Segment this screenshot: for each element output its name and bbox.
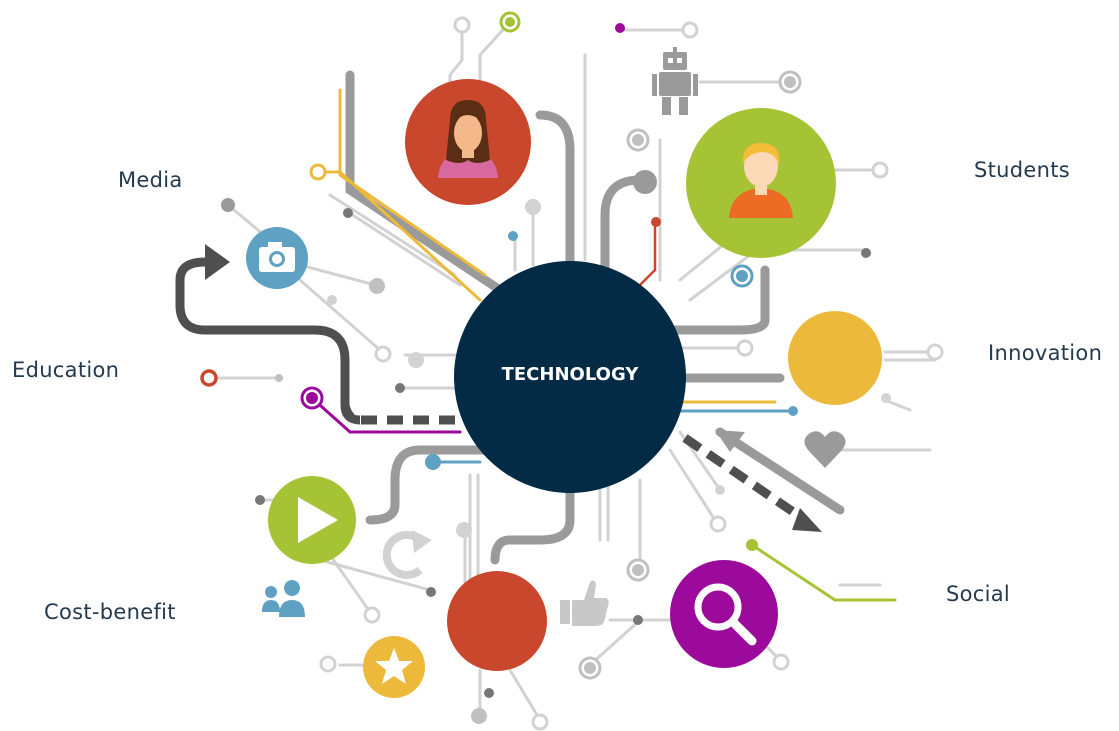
thumbs-up-icon xyxy=(560,580,609,626)
node-ring xyxy=(736,339,754,357)
label-innovation: Innovation xyxy=(988,341,1103,365)
circuit-line xyxy=(298,278,382,352)
play-node xyxy=(268,476,356,564)
circuit-line xyxy=(668,448,717,522)
circuit-line xyxy=(588,618,642,667)
node-ring xyxy=(681,21,699,39)
node-ring xyxy=(453,16,471,34)
label-students: Students xyxy=(974,158,1071,182)
label-social: Social xyxy=(946,582,1011,606)
arrowhead xyxy=(792,508,822,532)
node-dot xyxy=(746,539,758,551)
node-dot xyxy=(632,134,644,146)
circuit-line xyxy=(490,475,575,565)
people-icon xyxy=(262,580,305,617)
heart-icon xyxy=(804,431,846,468)
student-node xyxy=(686,108,836,258)
circuit-line xyxy=(345,70,520,305)
circuit-nodes xyxy=(200,11,944,731)
node-dot xyxy=(275,374,283,382)
circuit-line xyxy=(478,20,512,87)
social-return-arrow xyxy=(715,430,745,452)
node-ring xyxy=(926,343,944,361)
social-dashed-arrow xyxy=(682,434,822,532)
node-dot xyxy=(508,231,518,241)
education-arrow xyxy=(175,244,455,425)
circuit-line xyxy=(600,175,645,280)
camera-node xyxy=(246,227,308,289)
circuit-line xyxy=(535,110,575,275)
node-ring xyxy=(309,163,327,181)
node-dot xyxy=(221,198,235,212)
label-education: Education xyxy=(12,358,120,382)
node-ring xyxy=(871,161,889,179)
node-ring xyxy=(531,713,549,731)
magnifier-node xyxy=(670,560,778,668)
circuit-line xyxy=(365,445,495,525)
circuit-line xyxy=(633,220,657,292)
node-ring xyxy=(772,653,790,671)
arrowhead xyxy=(715,430,745,452)
center-title: TECHNOLOGY xyxy=(501,364,639,385)
node-dot xyxy=(484,688,494,698)
node-ring xyxy=(374,345,392,363)
node-dot xyxy=(327,295,337,305)
innovation-node xyxy=(788,311,882,405)
node-dot xyxy=(425,454,441,470)
label-cost-benefit: Cost-benefit xyxy=(44,600,176,624)
circuit-line xyxy=(750,543,897,602)
magnifier-icon xyxy=(694,583,757,646)
node-dot xyxy=(584,662,596,674)
node-dot xyxy=(632,564,644,576)
node-dot xyxy=(861,248,871,258)
node-dot xyxy=(306,392,318,404)
node-dot xyxy=(651,217,661,227)
node-dot xyxy=(471,708,487,724)
node-dot xyxy=(505,17,515,27)
arrowhead xyxy=(205,244,230,280)
camera-icon xyxy=(259,242,295,272)
node-dot xyxy=(784,76,796,88)
node-dot xyxy=(525,199,541,215)
play-icon xyxy=(298,497,338,543)
node-dot xyxy=(736,270,748,282)
node-dot xyxy=(395,383,405,393)
node-dot xyxy=(715,485,725,495)
robot-icon xyxy=(652,47,698,115)
node-dot xyxy=(456,522,472,538)
circuit-line xyxy=(715,427,845,515)
node-dot xyxy=(343,208,353,218)
label-media: Media xyxy=(118,168,183,192)
circuit-line xyxy=(310,396,462,434)
star-icon xyxy=(375,648,413,684)
circuit-line xyxy=(508,668,542,722)
refresh-icon xyxy=(382,530,432,579)
node-ring xyxy=(363,606,381,624)
person-student-icon xyxy=(729,142,793,218)
technology-hub-circle xyxy=(454,261,686,493)
node-dot xyxy=(633,170,657,194)
node-ring xyxy=(200,369,218,387)
person-woman-icon xyxy=(438,100,498,178)
woman-node xyxy=(405,79,531,205)
node-ring xyxy=(319,655,337,673)
circuit-line xyxy=(343,208,462,287)
cost-benefit-node xyxy=(447,571,547,671)
node-dot xyxy=(788,406,798,416)
node-dot xyxy=(426,587,436,597)
circuit-line xyxy=(338,88,487,277)
node-dot xyxy=(255,495,265,505)
circuit-line xyxy=(318,558,432,592)
node-dot xyxy=(633,615,643,625)
node-dot xyxy=(615,23,625,33)
circuit-line xyxy=(665,265,770,335)
circuit-line xyxy=(328,193,457,277)
node-dot xyxy=(369,278,385,294)
node-dot xyxy=(881,393,891,403)
node-ring xyxy=(709,515,727,533)
node-dot xyxy=(408,352,424,368)
star-node xyxy=(363,636,425,698)
